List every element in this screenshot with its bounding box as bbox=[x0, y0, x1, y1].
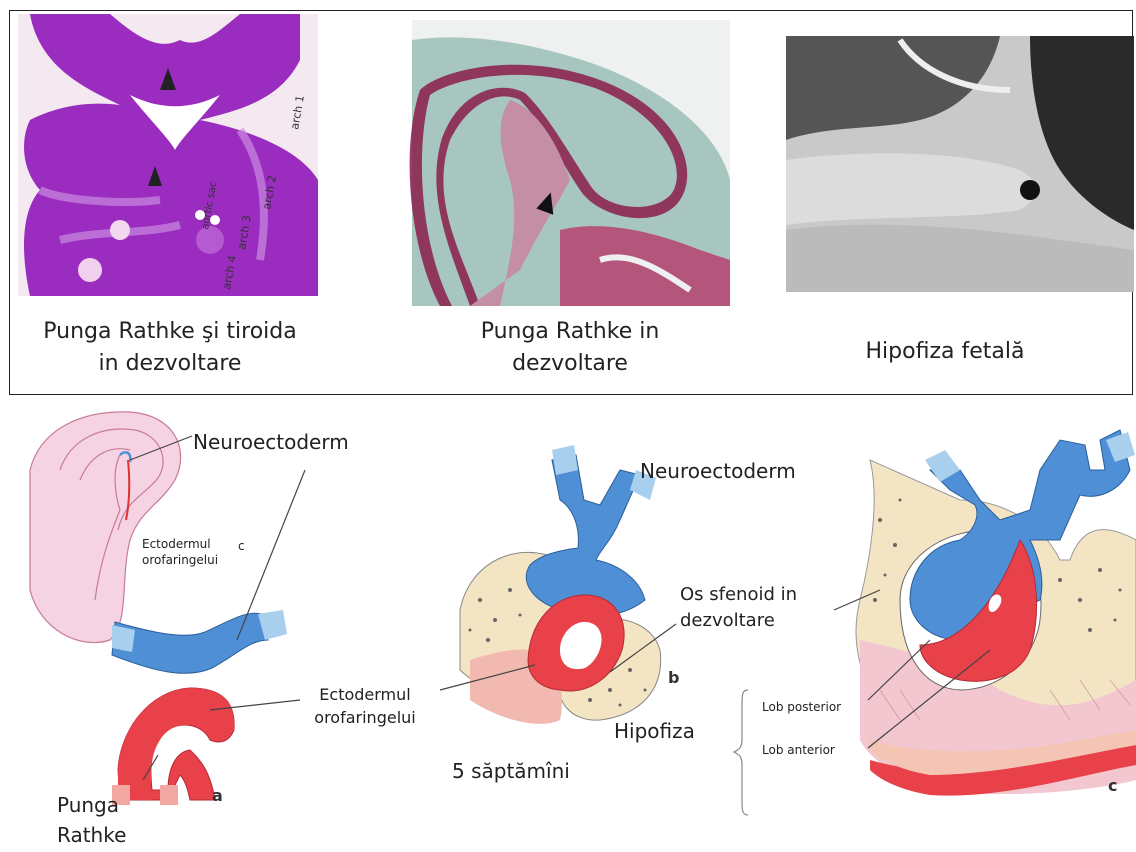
letter-c: c bbox=[1108, 776, 1117, 795]
inset-mark: c bbox=[238, 538, 245, 554]
lob-anterior-label: Lob anterior bbox=[762, 742, 835, 758]
saptamani-label: 5 săptămîni bbox=[452, 758, 570, 784]
diagram-b bbox=[460, 445, 661, 724]
ectoderm-a-label: Ectodermul orofaringelui bbox=[300, 683, 430, 729]
punga-rathke-label: Punga Rathke bbox=[57, 790, 147, 850]
hipofiza-label: Hipofiza bbox=[614, 718, 695, 744]
inset-embryo bbox=[30, 412, 181, 643]
os-sfenoid-label: Os sfenoid in dezvoltare bbox=[680, 582, 820, 634]
lob-posterior-label: Lob posterior bbox=[762, 699, 841, 715]
inset-ectoderm-label: Ectodermul orofaringelui bbox=[142, 536, 232, 568]
neuroectoderm-a-label: Neuroectoderm bbox=[193, 429, 349, 455]
diagram-a-neuroectoderm bbox=[112, 610, 287, 673]
letter-a: a bbox=[212, 786, 223, 805]
diagram-c bbox=[856, 430, 1136, 796]
letter-b: b bbox=[668, 668, 679, 687]
neuroectoderm-b-label: Neuroectoderm bbox=[640, 458, 796, 484]
